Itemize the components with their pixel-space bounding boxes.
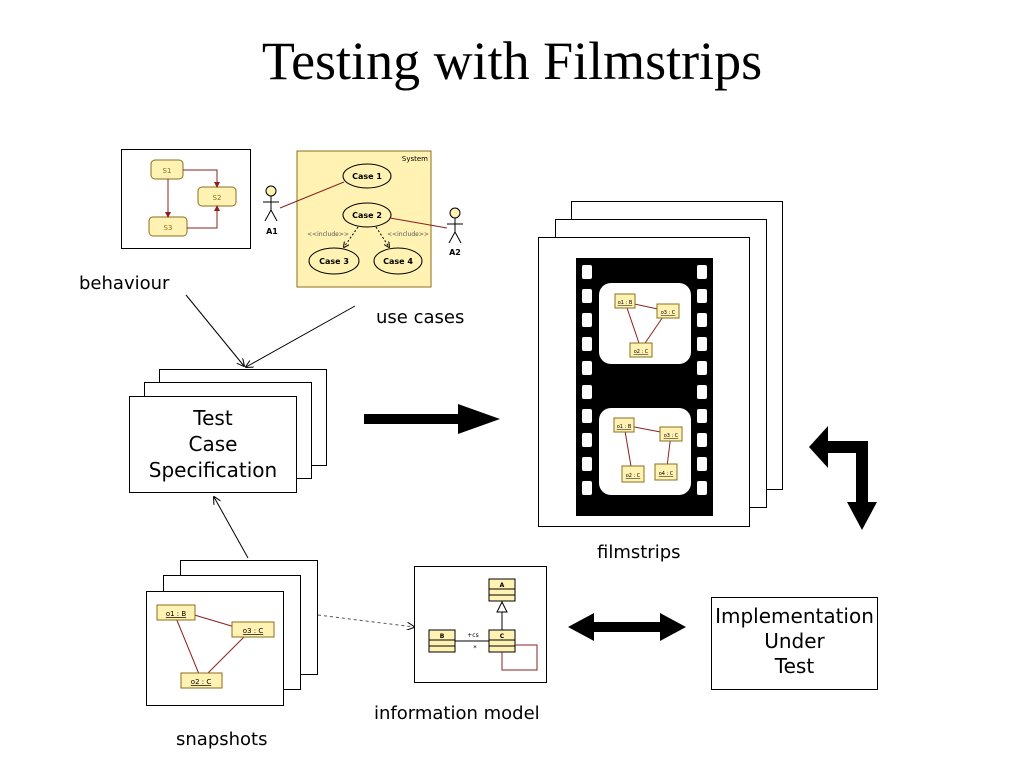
include-label-left: <<include>> xyxy=(307,231,349,238)
spec-line-2: Case xyxy=(188,432,238,456)
association-role: +cs xyxy=(467,632,478,639)
snapshots-to-spec-arrow xyxy=(214,497,249,559)
snapshots-label: snapshots xyxy=(176,729,268,750)
include-label-right: <<include>> xyxy=(387,231,429,238)
test-case-specification: Test Case Specification xyxy=(129,396,297,493)
filmstrip-page: o1 : B o3 : C o2 : C o1 : B o3 : C o2 : … xyxy=(538,237,750,527)
behaviour-diagram: S1 S2 S3 xyxy=(121,149,251,249)
system-label: System xyxy=(402,155,428,163)
model-iut-double-arrow xyxy=(568,613,686,641)
state-machine-graphic: S1 S2 S3 xyxy=(148,159,237,237)
frame-bottom-obj-1: o1 : B xyxy=(617,424,632,430)
sprocket-holes-left xyxy=(582,265,592,495)
use-case-4-label: Case 4 xyxy=(383,257,413,266)
use-case-2-label: Case 2 xyxy=(352,211,382,220)
usecases-to-spec-arrow xyxy=(246,305,356,367)
frame-bottom-obj-2: o3 : C xyxy=(664,433,679,439)
snapshot-graphic: o1 : B o3 : C o2 : C xyxy=(156,604,275,689)
snapshots-to-model-dashed xyxy=(317,614,414,627)
use-cases-label: use cases xyxy=(376,307,465,328)
state-s2-label: S2 xyxy=(213,194,222,202)
behaviour-label: behaviour xyxy=(79,273,170,294)
iut-line-3: Test xyxy=(774,654,815,678)
iut-line-2: Under xyxy=(764,629,825,653)
iut-line-1: Implementation xyxy=(715,604,874,628)
generate-arrow xyxy=(364,404,500,434)
use-case-4 xyxy=(373,247,423,275)
test-case-spec-text: Test Case Specification xyxy=(130,405,296,483)
iut-text: Implementation Under Test xyxy=(712,604,877,679)
implementation-under-test: Implementation Under Test xyxy=(711,597,878,690)
frame-top-obj-3: o2 : C xyxy=(634,349,649,355)
filmstrips-label: filmstrips xyxy=(597,542,681,563)
class-c-label: C xyxy=(500,633,505,640)
use-case-3-label: Case 3 xyxy=(319,257,349,266)
use-case-3 xyxy=(308,247,360,275)
spec-line-3: Specification xyxy=(148,458,278,482)
behaviour-to-spec-arrow xyxy=(185,294,244,366)
frame-top-obj-1: o1 : B xyxy=(618,300,633,306)
use-case-1 xyxy=(342,163,392,189)
snapshot-diagram: o1 : B o3 : C o2 : C xyxy=(146,591,284,706)
sprocket-holes-right xyxy=(697,265,707,495)
slide-title: Testing with Filmstrips xyxy=(261,31,763,91)
actor-a1-icon xyxy=(263,185,279,222)
snapshot-obj-3: o2 : C xyxy=(191,678,212,686)
association-multiplicity: * xyxy=(473,644,477,652)
use-case-1-label: Case 1 xyxy=(352,172,382,181)
frame-bottom-obj-3: o2 : C xyxy=(626,473,641,479)
use-case-diagram: System Case 1 Case 2 Case 3 Case 4 <<inc… xyxy=(263,150,463,288)
actor-a2-label: A2 xyxy=(449,248,461,257)
snapshot-obj-1: o1 : B xyxy=(166,610,187,618)
class-a-label: A xyxy=(500,582,505,589)
frame-top-obj-2: o3 : C xyxy=(661,310,676,316)
frame-bottom-obj-4: o4 : C xyxy=(659,471,674,477)
class-b-label: B xyxy=(440,633,445,640)
state-s1-label: S1 xyxy=(163,167,172,175)
actor-a2-icon xyxy=(447,207,463,244)
snapshot-obj-2: o3 : C xyxy=(243,627,264,635)
actor-a1-label: A1 xyxy=(266,227,278,236)
spec-line-1: Test xyxy=(193,406,233,430)
class-diagram-graphic: A B C +cs * xyxy=(428,578,538,671)
information-model-label: information model xyxy=(374,703,540,724)
use-case-2 xyxy=(342,202,392,228)
information-model-diagram: A B C +cs * xyxy=(414,566,547,683)
execute-arrow xyxy=(809,426,877,530)
state-s3-label: S3 xyxy=(164,224,173,232)
film-frame-bottom xyxy=(599,408,691,495)
film-reel-graphic: o1 : B o3 : C o2 : C o1 : B o3 : C o2 : … xyxy=(576,258,713,516)
